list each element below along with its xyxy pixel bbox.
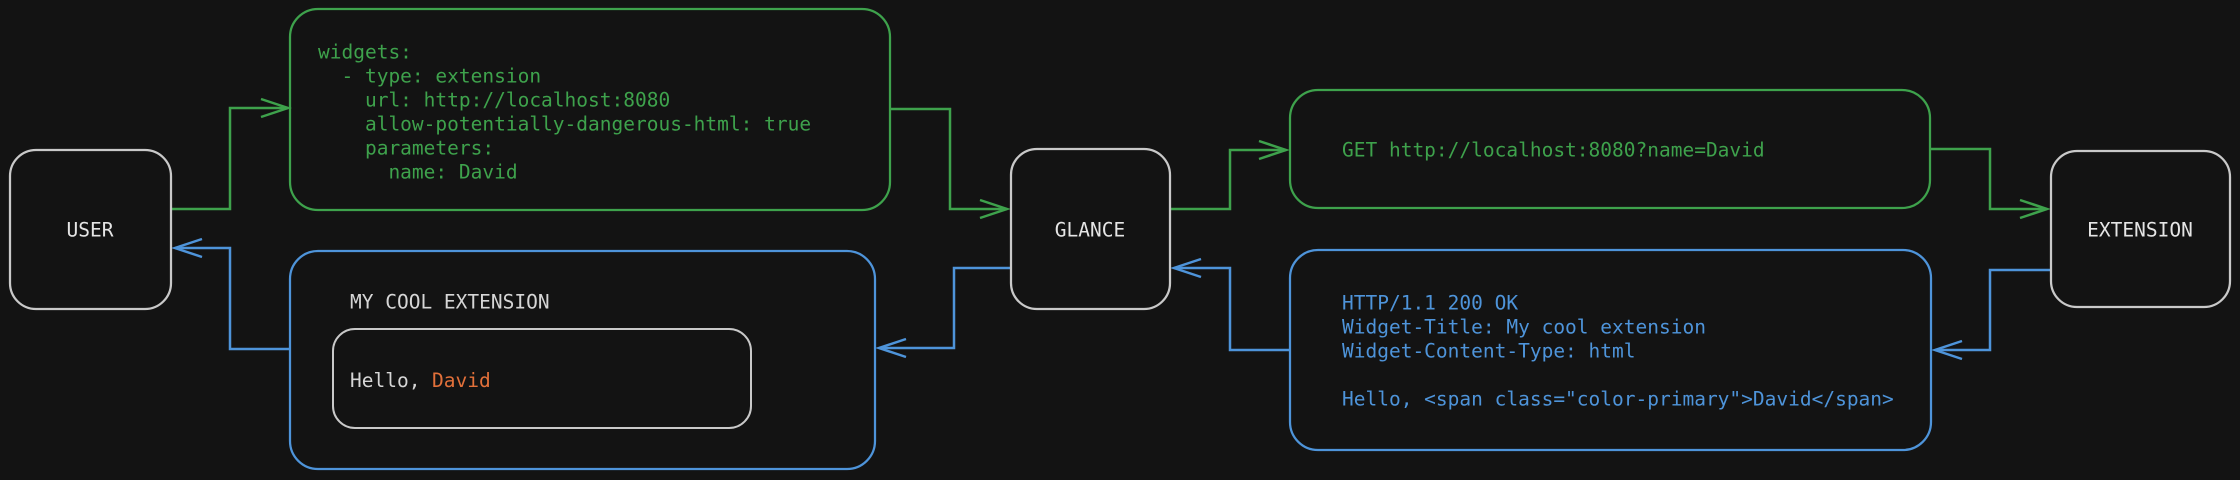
connector-glance-to-request — [1170, 148, 1286, 211]
user-node — [8, 148, 173, 311]
connector-glance-to-widget — [879, 266, 1011, 350]
connector-extension-to-response — [1935, 268, 2051, 352]
response-line: Hello, <span class="color-primary">David… — [1342, 388, 1894, 411]
connector-widget-to-user — [175, 246, 290, 351]
response-line: Widget-Title: My cool extension — [1342, 316, 1706, 339]
widget-preview-title: MY COOL EXTENSION — [350, 291, 550, 314]
widget-preview-box — [288, 249, 877, 471]
config-yaml-line: url: http://localhost:8080 — [318, 89, 670, 112]
extension-node — [2049, 149, 2232, 309]
config-yaml-line: widgets: — [318, 41, 412, 64]
response-line: HTTP/1.1 200 OK — [1342, 292, 1518, 315]
actor-nodes — [8, 147, 2232, 429]
response-line: Widget-Content-Type: html — [1342, 340, 1636, 363]
config-yaml-line: name: David — [318, 161, 518, 184]
arrowhead-icon — [260, 97, 292, 119]
arrowhead-icon — [1258, 139, 1290, 161]
request-line: GET http://localhost:8080?name=David — [1342, 139, 1765, 162]
greeting-name-highlight: David — [432, 369, 491, 392]
arrowhead-icon — [875, 337, 907, 359]
widget-preview-content: MY COOL EXTENSION Hello, David — [350, 291, 550, 392]
connector-request-to-extension — [1930, 147, 2047, 211]
extension-node-label: EXTENSION — [2087, 219, 2193, 242]
widget-inner-box — [332, 328, 752, 429]
request-flow-text: widgets: - type: extension url: http://l… — [318, 41, 1765, 184]
connector-response-to-glance — [1174, 266, 1290, 352]
arrowhead-icon — [171, 237, 203, 259]
glance-node — [1009, 147, 1172, 311]
widget-preview-greeting: Hello, David — [350, 369, 491, 392]
greeting-text: Hello, — [350, 369, 420, 392]
connector-config-to-glance — [890, 107, 1007, 211]
config-yaml-line: parameters: — [318, 137, 494, 160]
glance-node-label: GLANCE — [1055, 219, 1125, 242]
config-yaml-line: allow-potentially-dangerous-html: true — [318, 113, 811, 136]
response-flow-shapes — [171, 237, 2051, 471]
arrowhead-icon — [1170, 257, 1202, 279]
arrowhead-icon — [979, 198, 1011, 220]
config-yaml-line: - type: extension — [318, 65, 541, 88]
request-flow-shapes — [171, 7, 2051, 220]
user-node-label: USER — [67, 219, 114, 242]
response-flow-text: HTTP/1.1 200 OK Widget-Title: My cool ex… — [1342, 292, 1894, 411]
connector-user-to-config — [171, 106, 288, 211]
arrowhead-icon — [1931, 339, 1963, 361]
actor-node-labels: USER GLANCE EXTENSION — [67, 219, 2193, 242]
arrowhead-icon — [2019, 198, 2051, 220]
